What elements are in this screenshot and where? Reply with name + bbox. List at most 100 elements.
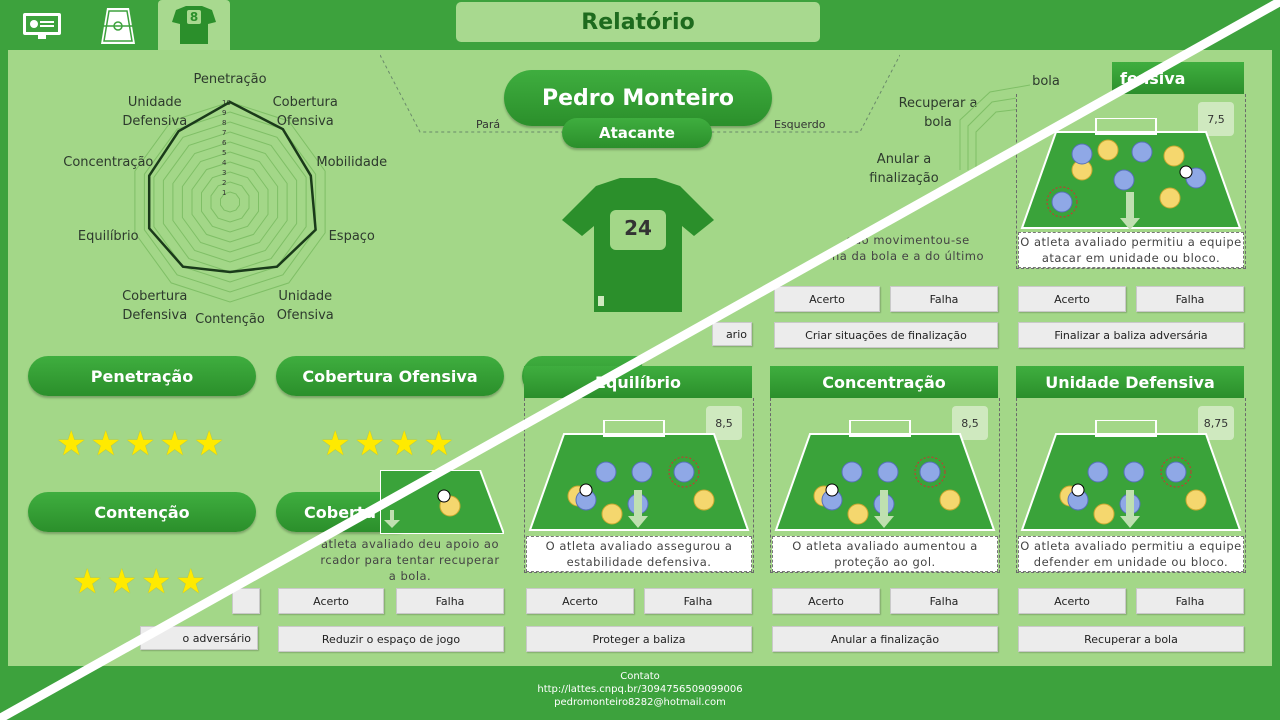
radar-label: Cobertura Defensiva <box>122 289 188 324</box>
desc-equilibrio: O atleta avaliado assegurou a estabilida… <box>526 536 752 572</box>
acerto-button-unidade-ofensiva[interactable]: Acerto <box>1018 286 1126 312</box>
radar-scale-tick: 4 <box>222 159 227 167</box>
page-title: Relatório <box>456 2 820 42</box>
action-button-equilibrio[interactable]: Proteger a baliza <box>526 626 752 652</box>
partial-radar-label-bola: bola <box>1032 74 1060 89</box>
player-shirt-icon <box>562 178 714 312</box>
card-title-concentracao: Concentração <box>770 366 998 398</box>
blue-player <box>1131 141 1153 163</box>
radar-label: Espaço <box>328 229 375 245</box>
radar-label: Cobertura Ofensiva <box>272 94 338 129</box>
blue-player <box>1113 169 1135 191</box>
card-title-equilibrio: Equilíbrio <box>524 366 752 398</box>
yellow-player <box>1093 503 1115 525</box>
footer-url[interactable]: http://lattes.cnpq.br/3094756509099006 <box>537 684 743 695</box>
yellow-player <box>1185 489 1207 511</box>
stars-cobertura-ofensiva: ★★★★ <box>320 424 458 464</box>
desc-concentracao: O atleta avaliado aumentou a proteção ao… <box>772 536 998 572</box>
stars-penetracao: ★★★★★ <box>56 424 229 464</box>
radar-label: Penetração <box>193 72 267 87</box>
radar-label: Concentração <box>63 154 154 170</box>
monitor-icon[interactable] <box>14 4 70 48</box>
radar-scale-tick: 7 <box>222 129 226 137</box>
acerto-button-unidade-defensiva[interactable]: Acerto <box>1018 588 1126 614</box>
partial-top-action-button[interactable]: Criar situações de finalização <box>774 322 998 348</box>
yellow-player <box>1159 187 1181 209</box>
blue-player <box>841 461 863 483</box>
player-position: Atacante <box>562 118 712 148</box>
partial-desc-bottom-line2: rcador para tentar recuperar a bola. <box>320 553 500 583</box>
footer-email[interactable]: pedromonteiro8282@hotmail.com <box>554 697 726 708</box>
shirt-number: 24 <box>624 216 652 240</box>
rating-label-contencao: Contenção <box>28 492 256 532</box>
partial-bottom-left-action[interactable]: o adversário <box>140 626 258 650</box>
right-label: Esquerdo <box>774 118 826 131</box>
radar-scale-tick: 2 <box>222 179 226 187</box>
falha-button-equilibrio[interactable]: Falha <box>644 588 752 614</box>
partial-bottom-falha-button[interactable]: Falha <box>396 588 504 614</box>
ball-icon <box>825 483 839 497</box>
action-button-unidade-defensiva[interactable]: Recuperar a bola <box>1018 626 1244 652</box>
blue-player <box>1051 191 1073 213</box>
desc-unidade-defensiva: O atleta avaliado permitiu a equipe defe… <box>1018 536 1244 572</box>
radar-ring <box>191 161 269 243</box>
field-diagram-concentracao <box>774 420 996 531</box>
radar-ring <box>172 141 288 263</box>
partial-desc-line2: na da bola e a do último <box>831 249 985 263</box>
radar-ring <box>181 151 279 253</box>
card-title-unidade-ofensiva: fensiva <box>1112 62 1244 94</box>
action-button-unidade-ofensiva[interactable]: Finalizar a baliza adversária <box>1018 322 1244 348</box>
yellow-player <box>847 503 869 525</box>
radar-label: Mobilidade <box>316 154 388 170</box>
acerto-button-concentracao[interactable]: Acerto <box>772 588 880 614</box>
card-title-unidade-defensiva: Unidade Defensiva <box>1016 366 1244 398</box>
blue-player <box>1071 143 1093 165</box>
blue-player <box>1165 461 1187 483</box>
partial-radar-label-anular: Anular a finalização <box>869 152 939 186</box>
radar-ring <box>162 131 298 273</box>
blue-player <box>919 461 941 483</box>
yellow-player <box>693 489 715 511</box>
radar-scale-tick: 8 <box>222 119 226 127</box>
partial-field-diagram <box>380 470 504 534</box>
field-diagram-unidade-ofensiva <box>1020 118 1242 230</box>
partial-bottom-acerto-button[interactable]: Acerto <box>278 588 384 614</box>
yellow-player <box>939 489 961 511</box>
partial-top-acerto-button[interactable]: Acerto <box>774 286 880 312</box>
yellow-player <box>601 503 623 525</box>
ball-icon <box>579 483 593 497</box>
partial-bottom-left-btn[interactable] <box>232 588 260 614</box>
partial-desc-bottom: atleta avaliado deu apoio ao rcador para… <box>316 536 504 583</box>
partial-desc-line1: ado movimentou-se <box>846 233 970 247</box>
footer: Contato http://lattes.cnpq.br/3094756509… <box>0 670 1280 709</box>
stars-contencao: ★★★★ <box>72 562 210 602</box>
falha-button-unidade-defensiva[interactable]: Falha <box>1136 588 1244 614</box>
blue-player <box>595 461 617 483</box>
rating-label-cobertura-ofensiva: Cobertura Ofensiva <box>276 356 504 396</box>
field-diagram-equilibrio <box>528 420 750 531</box>
partial-top-falha-button[interactable]: Falha <box>890 286 998 312</box>
blue-player <box>673 461 695 483</box>
ball-icon <box>1071 483 1085 497</box>
blue-player <box>631 461 653 483</box>
tab-player-report[interactable] <box>158 0 230 52</box>
radar-scale-tick: 9 <box>222 109 226 117</box>
partial-bottom-action-button[interactable]: Reduzir o espaço de jogo <box>278 626 504 652</box>
partial-top-left-action[interactable]: ario <box>712 322 752 346</box>
ball-icon <box>1179 165 1193 179</box>
falha-button-concentracao[interactable]: Falha <box>890 588 998 614</box>
radar-scale-tick: 1 <box>222 189 226 197</box>
blue-player <box>1123 461 1145 483</box>
desc-unidade-ofensiva: O atleta avaliado permitiu a equipe atac… <box>1018 232 1244 268</box>
falha-button-unidade-ofensiva[interactable]: Falha <box>1136 286 1244 312</box>
radar-ring <box>201 171 259 233</box>
acerto-button-equilibrio[interactable]: Acerto <box>526 588 634 614</box>
tab-shirt-number: 8 <box>189 10 199 24</box>
field-icon[interactable] <box>90 4 146 48</box>
action-button-concentracao[interactable]: Anular a finalização <box>772 626 998 652</box>
blue-player <box>1087 461 1109 483</box>
partial-desc-top: ado movimentou-se na da bola e a do últi… <box>820 232 996 268</box>
rating-label-penetracao: Penetração <box>28 356 256 396</box>
radar-scale-tick: 3 <box>222 169 226 177</box>
radar-label: Equilíbrio <box>77 229 139 245</box>
